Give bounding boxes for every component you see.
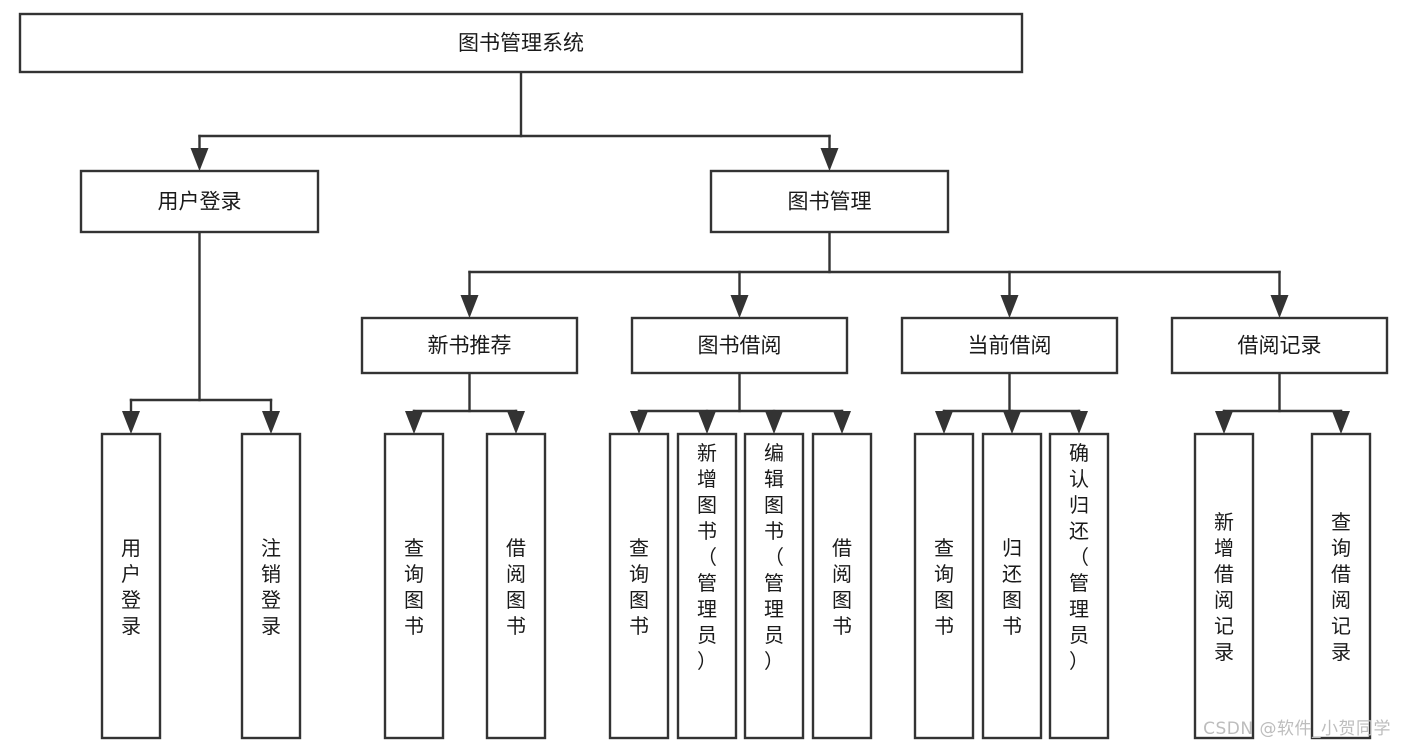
node-user-login[interactable]: 用户登录 [79, 169, 320, 234]
node-leaf-borrow-book-1[interactable]: 借阅图书 [485, 432, 547, 740]
node-leaf-add-record[interactable]: 新增借阅记录 [1193, 432, 1255, 740]
node-leaf-query-book-2[interactable]: 查询图书 [608, 432, 670, 740]
arrow-head-icon [820, 148, 839, 171]
arrow-head-icon [1270, 295, 1289, 318]
arrow-head-icon [507, 411, 525, 434]
node-box [383, 432, 445, 740]
arrow-head-icon [935, 411, 953, 434]
arrow-head-icon [730, 295, 749, 318]
node-leaf-edit-book[interactable]: 编辑图书（管理员） [743, 432, 805, 740]
node-leaf-logout[interactable]: 注销登录 [240, 432, 302, 740]
arrow-head-icon [1332, 411, 1350, 434]
node-box [709, 169, 950, 234]
arrow-head-icon [122, 411, 140, 434]
node-box [1170, 316, 1389, 375]
node-label: 借阅图书 [506, 536, 526, 638]
node-label: 借阅记录 [1238, 334, 1322, 358]
node-label: 当前借阅 [968, 334, 1052, 358]
node-label: 查询借阅记录 [1331, 510, 1351, 664]
node-leaf-query-book-1[interactable]: 查询图书 [383, 432, 445, 740]
arrow-head-icon [765, 411, 783, 434]
arrow-head-icon [190, 148, 209, 171]
node-label: 用户登录 [121, 536, 141, 638]
node-label: 新增图书（管理员） [697, 441, 717, 673]
node-box [79, 169, 320, 234]
node-new-book-rec[interactable]: 新书推荐 [360, 316, 579, 375]
nodes-layer: 图书管理系统用户登录图书管理新书推荐图书借阅当前借阅借阅记录用户登录注销登录查询… [18, 12, 1389, 740]
node-label: 查询图书 [629, 536, 649, 638]
node-borrow-record[interactable]: 借阅记录 [1170, 316, 1389, 375]
node-box [1193, 432, 1255, 740]
node-root[interactable]: 图书管理系统 [18, 12, 1024, 74]
edges-layer [122, 70, 1350, 434]
node-label: 归还图书 [1002, 536, 1022, 638]
node-box [900, 316, 1119, 375]
node-label: 图书管理系统 [458, 31, 584, 55]
node-box [676, 432, 738, 740]
node-current-borrow[interactable]: 当前借阅 [900, 316, 1119, 375]
node-box [360, 316, 579, 375]
node-leaf-query-book-3[interactable]: 查询图书 [913, 432, 975, 740]
node-label: 新书推荐 [428, 334, 512, 358]
node-box [100, 432, 162, 740]
node-box [608, 432, 670, 740]
node-label: 用户登录 [158, 190, 242, 214]
node-box [485, 432, 547, 740]
node-leaf-add-book[interactable]: 新增图书（管理员） [676, 432, 738, 740]
node-box [743, 432, 805, 740]
node-box [240, 432, 302, 740]
arrow-head-icon [1003, 411, 1021, 434]
node-book-borrow[interactable]: 图书借阅 [630, 316, 849, 375]
arrow-head-icon [833, 411, 851, 434]
arrow-head-icon [630, 411, 648, 434]
arrow-head-icon [1000, 295, 1019, 318]
node-leaf-borrow-book-2[interactable]: 借阅图书 [811, 432, 873, 740]
node-label: 图书借阅 [698, 334, 782, 358]
arrow-head-icon [1070, 411, 1088, 434]
node-box [811, 432, 873, 740]
node-box [1048, 432, 1110, 740]
node-label: 新增借阅记录 [1214, 510, 1234, 664]
node-label: 查询图书 [934, 536, 954, 638]
node-book-manage[interactable]: 图书管理 [709, 169, 950, 234]
arrow-head-icon [262, 411, 280, 434]
arrow-head-icon [405, 411, 423, 434]
node-leaf-return-book[interactable]: 归还图书 [981, 432, 1043, 740]
arrow-head-icon [1215, 411, 1233, 434]
node-label: 图书管理 [788, 190, 872, 214]
node-label: 查询图书 [404, 536, 424, 638]
arrow-head-icon [698, 411, 716, 434]
node-box [913, 432, 975, 740]
node-box [981, 432, 1043, 740]
node-leaf-user-login[interactable]: 用户登录 [100, 432, 162, 740]
node-leaf-confirm-return[interactable]: 确认归还（管理员） [1048, 432, 1110, 740]
node-leaf-query-record[interactable]: 查询借阅记录 [1310, 432, 1372, 740]
node-box [1310, 432, 1372, 740]
node-label: 编辑图书（管理员） [764, 441, 784, 673]
node-box [630, 316, 849, 375]
node-label: 注销登录 [261, 536, 281, 638]
arrow-head-icon [460, 295, 479, 318]
node-label: 借阅图书 [832, 536, 852, 638]
node-label: 确认归还（管理员） [1069, 441, 1089, 673]
node-box [18, 12, 1024, 74]
